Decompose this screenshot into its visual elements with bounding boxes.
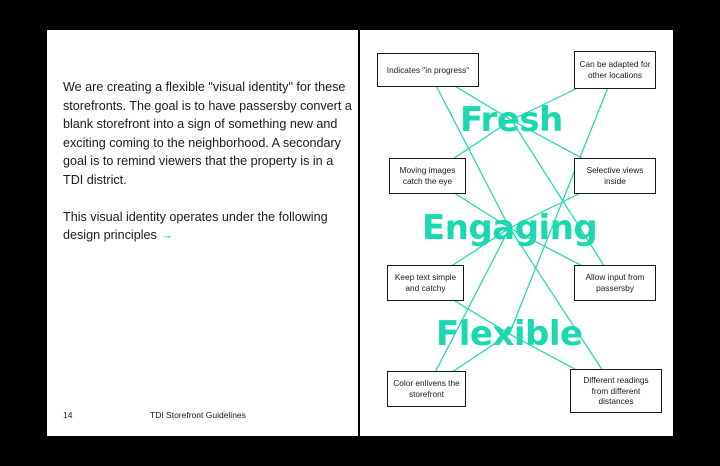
intro-text: We are creating a flexible "visual ident… bbox=[63, 78, 353, 263]
principle-flexible: Flexible bbox=[436, 314, 583, 354]
box-can-be-adapted: Can be adapted for other locations bbox=[574, 51, 656, 89]
box-moving-images: Moving images catch the eye bbox=[389, 158, 466, 194]
box-allow-input: Allow input from passersby bbox=[574, 265, 656, 301]
intro-paragraph-2: This visual identity operates under the … bbox=[63, 208, 353, 245]
box-selective-views: Selective views inside bbox=[574, 158, 656, 194]
connector-allow-input-fresh bbox=[510, 119, 616, 284]
connector-color-enlivens-engaging bbox=[425, 227, 511, 390]
intro-paragraph-2-text: This visual identity operates under the … bbox=[63, 209, 328, 243]
running-title: TDI Storefront Guidelines bbox=[150, 410, 246, 420]
intro-paragraph-1: We are creating a flexible "visual ident… bbox=[63, 80, 352, 187]
box-indicates-in-progress: Indicates "in progress" bbox=[377, 53, 479, 87]
principle-engaging: Engaging bbox=[422, 208, 598, 248]
principle-fresh: Fresh bbox=[460, 100, 563, 140]
box-keep-text-simple: Keep text simple and catchy bbox=[387, 265, 464, 301]
right-arrow-icon: → bbox=[160, 228, 173, 243]
page-number: 14 bbox=[63, 410, 73, 420]
left-page: We are creating a flexible "visual ident… bbox=[47, 30, 358, 436]
box-color-enlivens: Color enlivens the storefront bbox=[387, 371, 466, 407]
connector-different-readings-engaging bbox=[509, 227, 617, 392]
box-different-readings: Different readings from different distan… bbox=[570, 369, 662, 413]
right-page: Fresh Engaging Flexible Indicates "in pr… bbox=[360, 30, 673, 436]
